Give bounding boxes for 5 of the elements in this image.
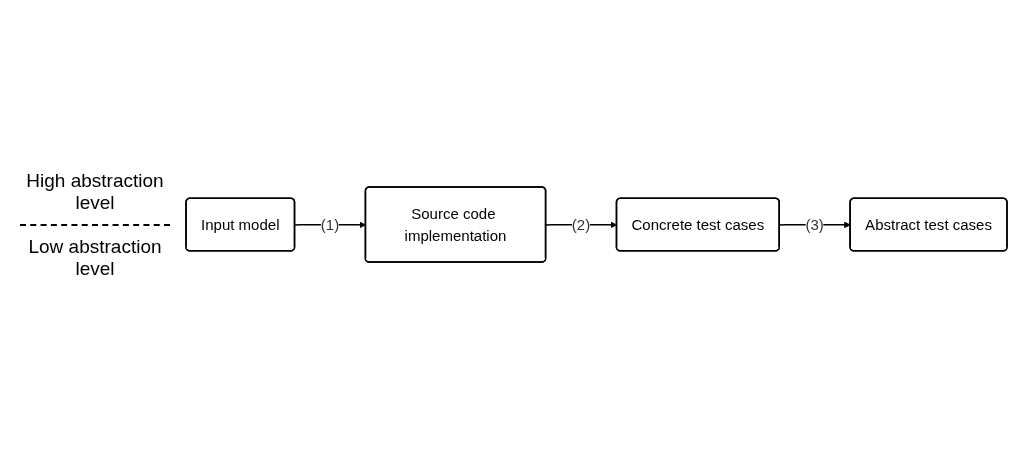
edge-label: (2) (571, 216, 591, 234)
edge-label: (3) (805, 216, 824, 234)
edge-label: (1) (320, 216, 340, 234)
level-label: Low abstraction level (27, 236, 163, 280)
level-label: High abstraction level (25, 170, 165, 214)
